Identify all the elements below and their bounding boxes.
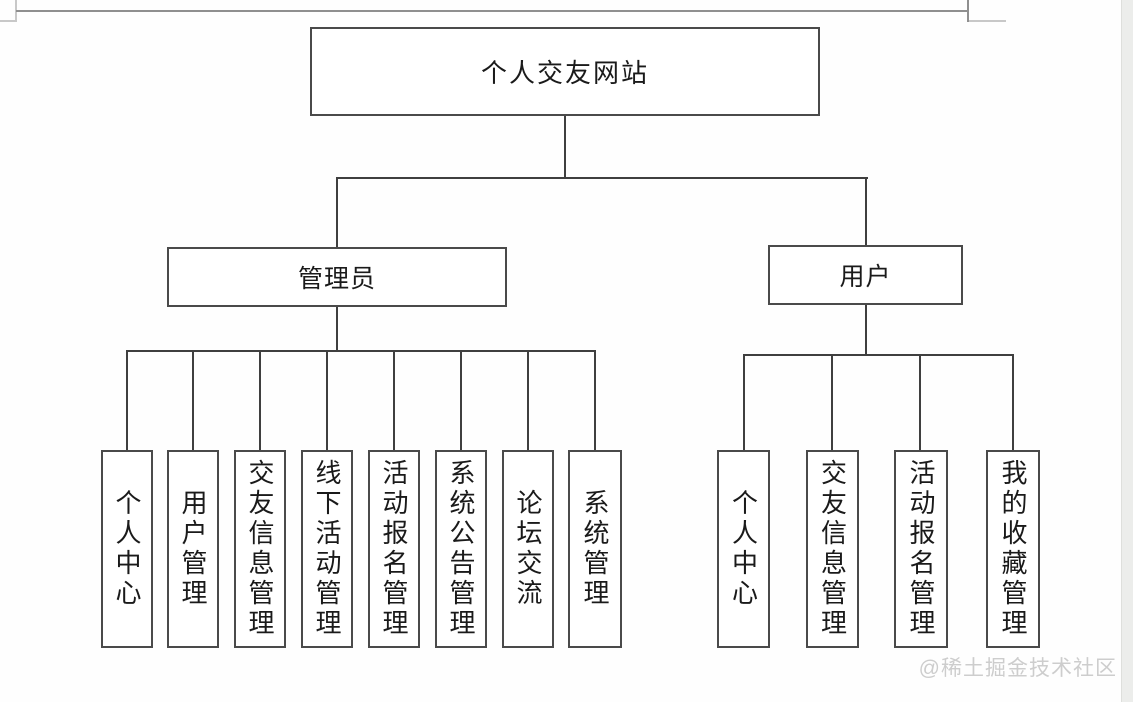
connector-line: [865, 177, 867, 245]
connector-line: [743, 354, 1014, 356]
connector-line: [259, 350, 261, 450]
leaf-admin-dating-info-management: 交友信息管理: [234, 450, 286, 648]
connector-line: [192, 350, 194, 450]
page-edge-line: [16, 10, 969, 12]
scrollbar-track[interactable]: [1121, 0, 1133, 702]
connector-line: [919, 354, 921, 450]
page-edge-line: [967, 0, 969, 22]
connector-line: [1012, 354, 1014, 450]
connector-line: [527, 350, 529, 450]
leaf-admin-system-announcement-management: 系统公告管理: [435, 450, 487, 648]
leaf-user-my-favorites-management: 我的收藏管理: [986, 450, 1040, 648]
leaf-user-personal-center: 个人中心: [717, 450, 770, 648]
connector-line: [865, 303, 867, 355]
connector-line: [126, 350, 128, 450]
leaf-user-activity-signup-management: 活动报名管理: [894, 450, 948, 648]
connector-line: [126, 350, 596, 352]
connector-line: [336, 305, 338, 351]
node-admin: 管理员: [167, 247, 507, 307]
connector-line: [564, 116, 566, 178]
connector-line: [336, 177, 338, 247]
connector-line: [336, 177, 868, 179]
leaf-admin-activity-signup-management: 活动报名管理: [368, 450, 420, 648]
connector-line: [326, 350, 328, 450]
node-root: 个人交友网站: [310, 27, 820, 116]
leaf-user-dating-info-management: 交友信息管理: [806, 450, 859, 648]
leaf-admin-user-management: 用户管理: [167, 450, 219, 648]
node-user: 用户: [768, 245, 963, 305]
leaf-admin-offline-activity-management: 线下活动管理: [301, 450, 353, 648]
leaf-admin-personal-center: 个人中心: [101, 450, 153, 648]
connector-line: [460, 350, 462, 450]
watermark-text: @稀土掘金技术社区: [918, 657, 1117, 680]
leaf-admin-forum-exchange: 论坛交流: [502, 450, 554, 648]
connector-line: [831, 354, 833, 450]
page-edge-line: [0, 20, 16, 22]
connector-line: [393, 350, 395, 450]
connector-line: [743, 354, 745, 450]
page-edge-line: [969, 20, 1006, 22]
leaf-admin-system-management: 系统管理: [568, 450, 622, 648]
connector-line: [594, 350, 596, 450]
